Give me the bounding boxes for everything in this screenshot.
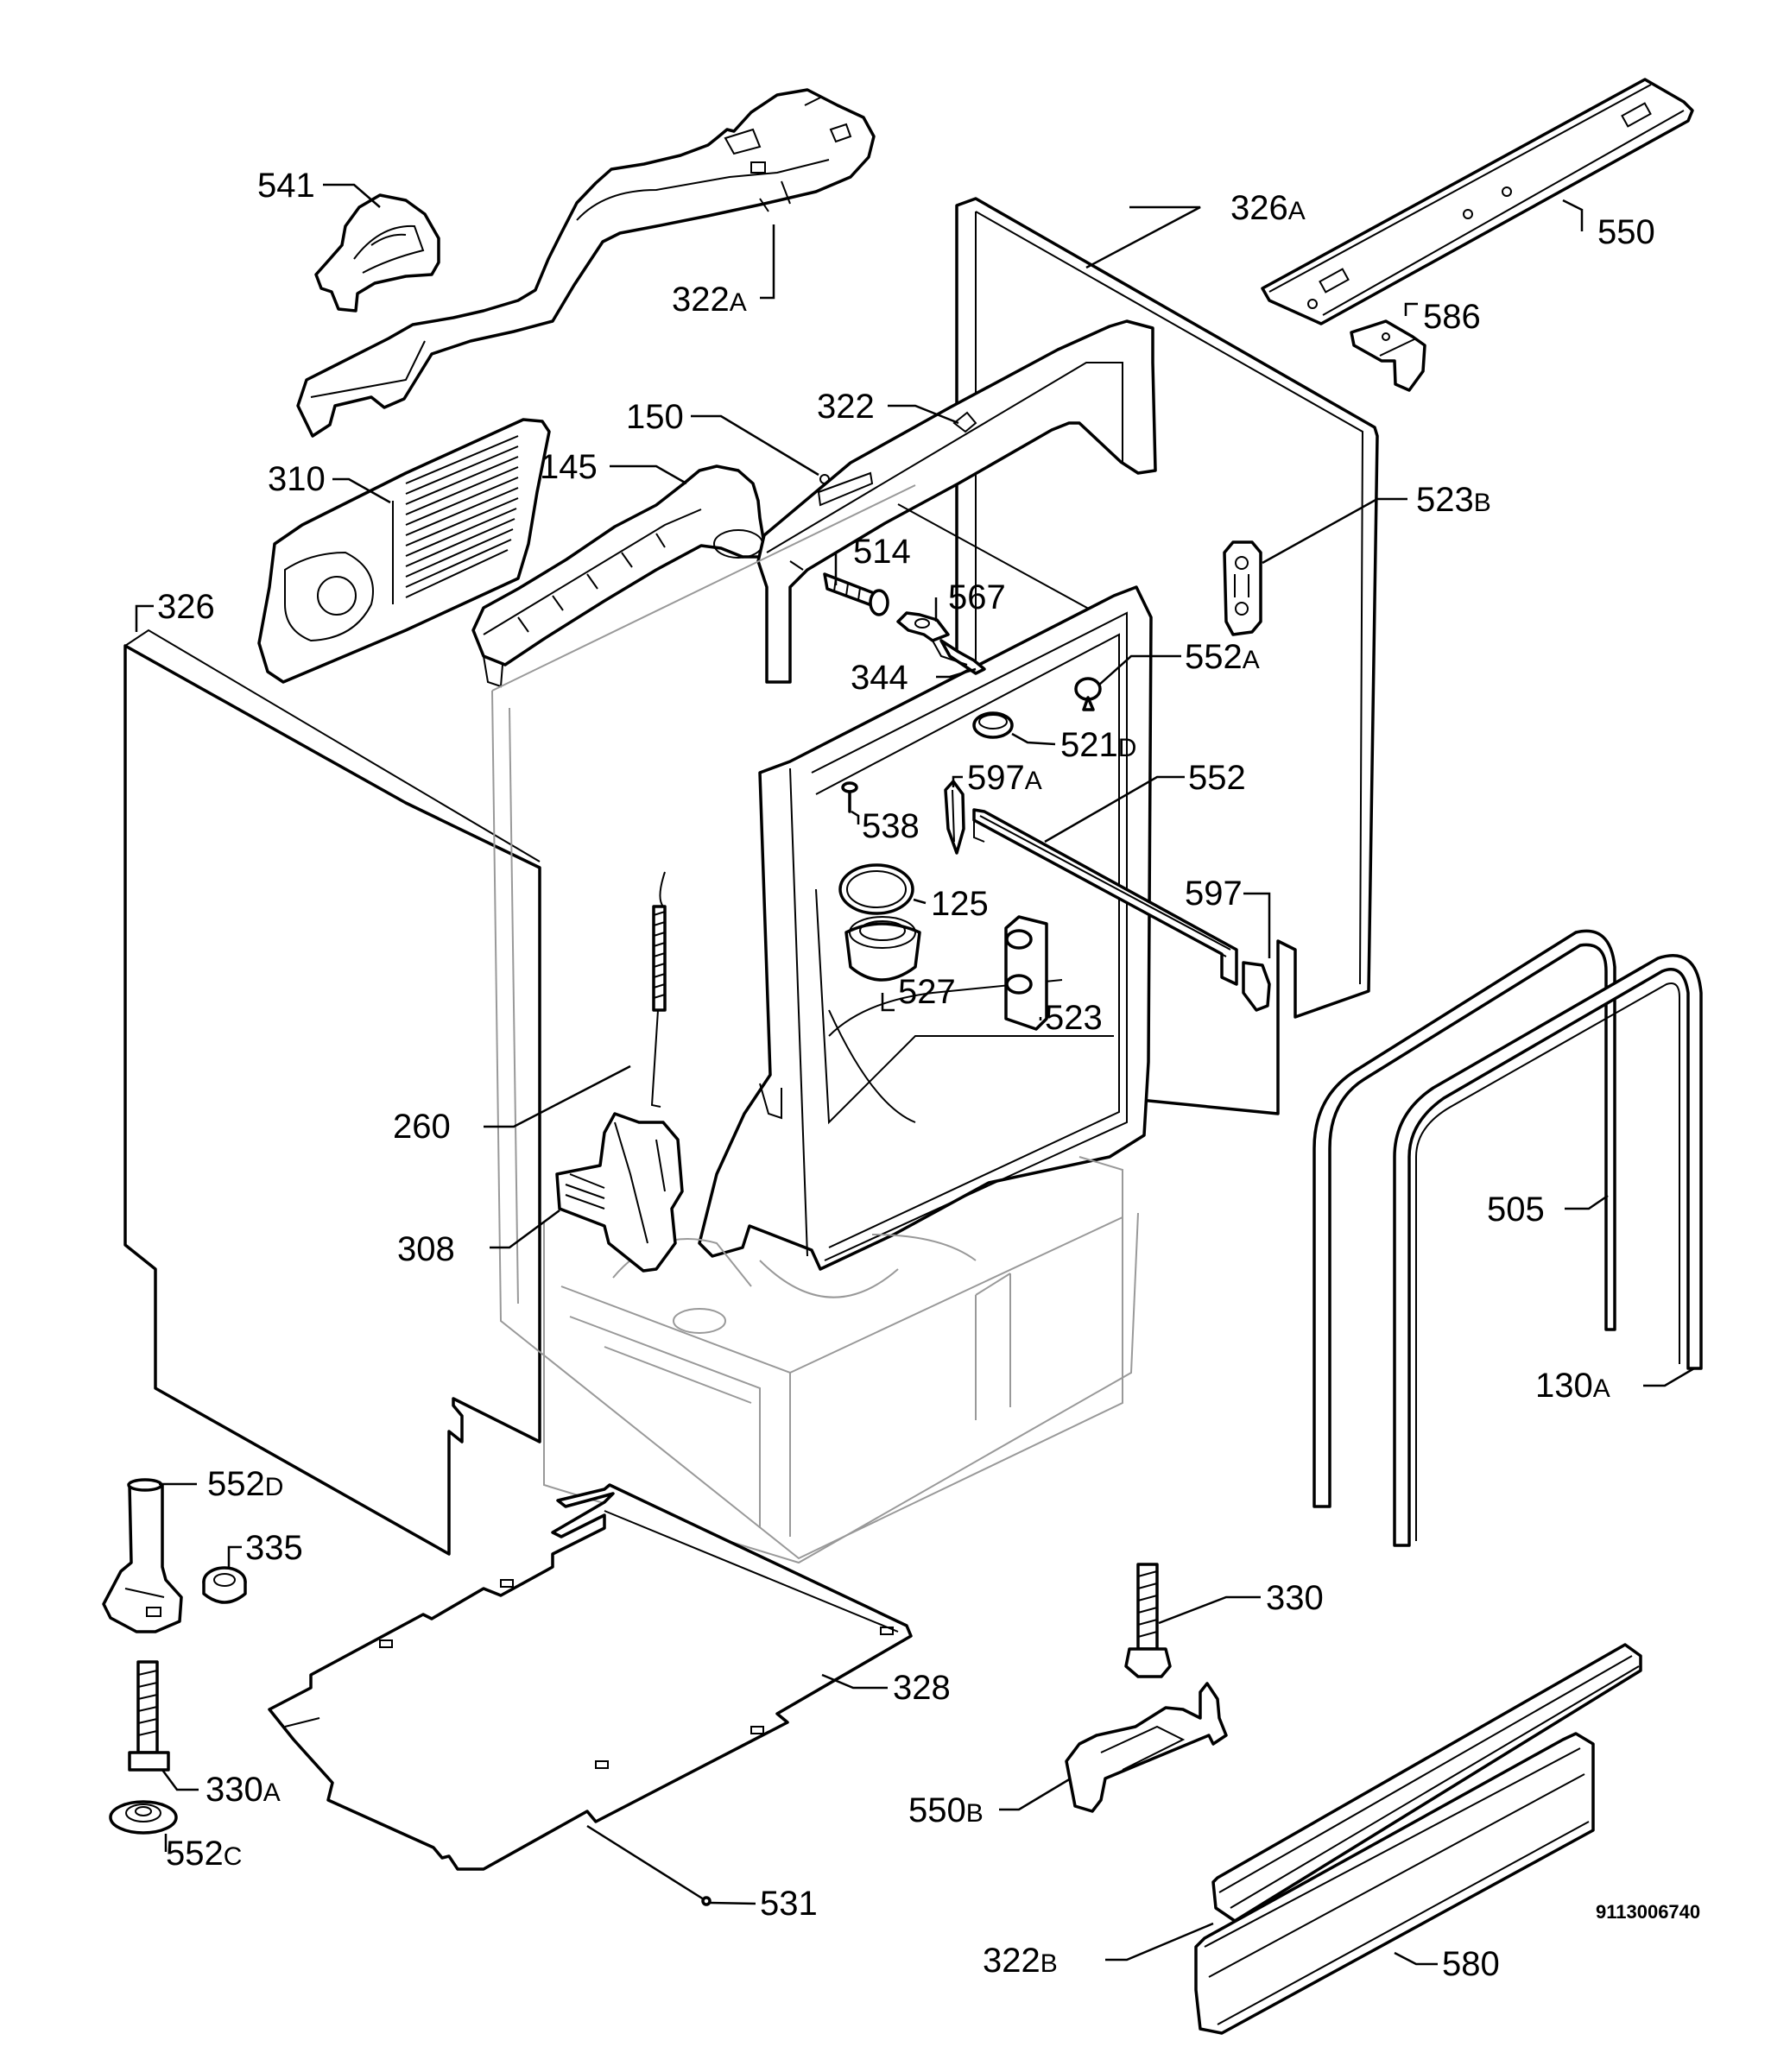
part-521d-cap <box>972 711 1014 739</box>
part-330a-bolt <box>128 1660 170 1772</box>
callout-322: 322 <box>817 388 875 426</box>
callout-125: 125 <box>931 885 989 923</box>
callout-580: 580 <box>1442 1945 1500 1983</box>
callout-326: 326 <box>157 588 215 626</box>
callout-552c: 552C <box>166 1835 242 1873</box>
document-number: 9113006740 <box>1596 1901 1700 1923</box>
callout-550b: 550B <box>908 1791 984 1829</box>
part-586-bracket <box>1350 319 1426 392</box>
callout-330: 330 <box>1266 1579 1324 1617</box>
part-322-frame <box>756 319 1157 684</box>
callout-523b: 523B <box>1416 481 1491 519</box>
callout-308: 308 <box>397 1230 455 1268</box>
part-541-clip <box>314 193 440 313</box>
part-552-rail <box>972 808 1238 986</box>
callout-326a: 326A <box>1230 189 1306 227</box>
part-335-gear <box>202 1566 247 1604</box>
part-260-spring <box>650 871 667 1108</box>
callout-130a: 130A <box>1535 1367 1610 1405</box>
part-145-hose <box>471 464 766 688</box>
part-552c-washer <box>109 1800 178 1835</box>
part-344-spring <box>932 639 986 675</box>
part-552a-knob <box>1074 677 1102 711</box>
callout-260: 260 <box>393 1108 451 1146</box>
part-326-side-panel <box>123 629 541 1556</box>
callout-328: 328 <box>893 1669 951 1707</box>
part-580-rail <box>1194 1732 1595 2035</box>
part-322a-duct <box>296 88 876 438</box>
callout-322b: 322B <box>983 1942 1058 1980</box>
part-328-plate <box>268 1483 913 1871</box>
part-base-frame <box>543 1156 1139 1564</box>
callout-344: 344 <box>851 659 908 697</box>
callout-552d: 552D <box>207 1465 283 1503</box>
callout-labels: 541 322A 326A 550 586 150 322 310 145 52… <box>157 167 1700 1983</box>
part-505-seal <box>1312 929 1616 1508</box>
callout-335: 335 <box>245 1529 303 1567</box>
part-308-hinge <box>555 1112 684 1273</box>
part-567-clip <box>896 611 950 642</box>
part-523-connector <box>1004 915 1048 1031</box>
part-538-screw <box>841 781 858 813</box>
callout-531: 531 <box>760 1885 818 1923</box>
part-door-frame <box>698 585 1153 1271</box>
callout-597: 597 <box>1185 875 1243 913</box>
part-125-ring <box>838 863 914 915</box>
part-527-nut <box>844 916 921 982</box>
callout-552: 552 <box>1188 759 1246 797</box>
callout-330a: 330A <box>206 1771 281 1809</box>
callout-145: 145 <box>540 448 598 486</box>
part-552d-foot <box>102 1478 183 1633</box>
callout-552a: 552A <box>1185 638 1260 676</box>
callout-150: 150 <box>626 398 684 436</box>
callout-527: 527 <box>898 973 956 1011</box>
part-550b-bracket <box>1065 1682 1228 1813</box>
callout-538: 538 <box>862 807 920 845</box>
callout-597a: 597A <box>967 759 1042 797</box>
part-130a-seal <box>1393 954 1703 1547</box>
callout-521d: 521D <box>1060 726 1136 764</box>
callout-523: 523 <box>1045 999 1103 1037</box>
part-330-bolt <box>1124 1563 1172 1678</box>
callout-541: 541 <box>257 167 315 205</box>
part-531-rod <box>586 1824 712 1906</box>
callout-550: 550 <box>1597 213 1655 251</box>
part-514-pin <box>823 572 889 616</box>
part-310-grille <box>257 418 551 684</box>
callout-586: 586 <box>1423 298 1481 336</box>
callout-322a: 322A <box>672 281 747 319</box>
part-523b-block <box>1223 540 1262 636</box>
callout-310: 310 <box>268 460 326 498</box>
part-322b-rail <box>1211 1643 1642 1923</box>
callout-514: 514 <box>853 533 911 571</box>
leader-lines <box>135 183 1695 1966</box>
part-550-rail <box>1261 78 1694 325</box>
part-597-clip <box>1242 961 1271 1012</box>
parts-layer <box>102 78 1703 2035</box>
part-150-tub <box>491 471 1123 1560</box>
callout-505: 505 <box>1487 1191 1545 1229</box>
callout-567: 567 <box>948 578 1006 616</box>
